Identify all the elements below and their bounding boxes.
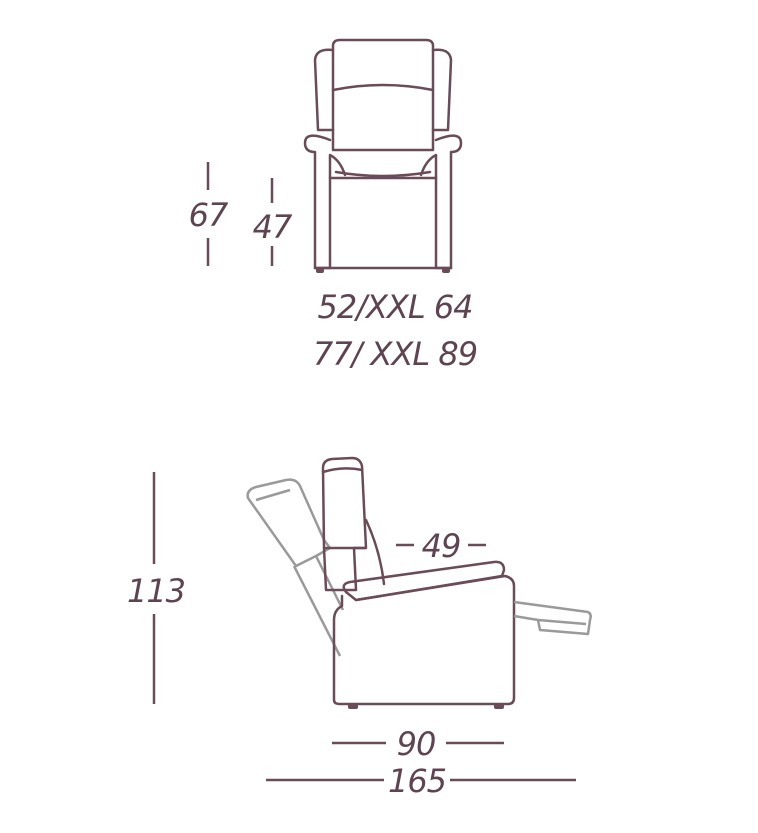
seat-cushion — [342, 560, 506, 602]
front-total-height-dimension: 67 — [189, 162, 230, 266]
front-left-wing — [313, 48, 335, 132]
front-seat-cushion-line — [334, 170, 432, 178]
side-footrest — [513, 600, 592, 636]
front-view-chair — [303, 38, 463, 273]
upright-depth-dimension: 90 — [332, 725, 504, 763]
seat-depth-label: 49 — [422, 527, 461, 565]
side-upright-backrest — [321, 456, 386, 592]
reclined-backrest-inner — [255, 488, 345, 657]
reclined-backrest-outline — [246, 478, 332, 568]
front-left-arm — [303, 134, 347, 270]
front-right-foot — [442, 268, 450, 273]
side-front-foot — [494, 704, 504, 709]
upright-backrest-outline — [321, 456, 368, 592]
seat-frame — [332, 574, 516, 706]
reclined-depth-label: 165 — [388, 762, 446, 800]
front-seat-base — [313, 176, 453, 270]
side-total-height-label: 113 — [127, 572, 185, 610]
footrest-inner — [537, 618, 587, 626]
front-seat-height-label: 47 — [253, 208, 293, 246]
front-seat-height-dimension: 47 — [253, 178, 294, 266]
upright-backrest-headline — [321, 467, 364, 474]
front-width-label-1: 52/XXL 64 — [317, 288, 472, 326]
footrest-outline — [513, 600, 592, 636]
front-head-cushion-line — [331, 83, 435, 92]
side-seat-body — [332, 560, 516, 709]
front-left-foot — [316, 268, 324, 273]
side-total-height-dimension: 113 — [127, 472, 186, 704]
front-right-wing — [431, 48, 453, 132]
upright-depth-label: 90 — [397, 725, 436, 763]
front-total-height-label: 67 — [189, 196, 229, 234]
front-backrest — [331, 38, 435, 152]
reclined-depth-dimension: 165 — [266, 762, 576, 800]
front-right-arm — [419, 134, 463, 270]
side-reclined-backrest — [246, 478, 345, 657]
seat-depth-dimension: 49 — [396, 527, 486, 565]
front-width-label-2: 77/ XXL 89 — [313, 335, 477, 373]
side-rear-foot — [348, 704, 358, 709]
